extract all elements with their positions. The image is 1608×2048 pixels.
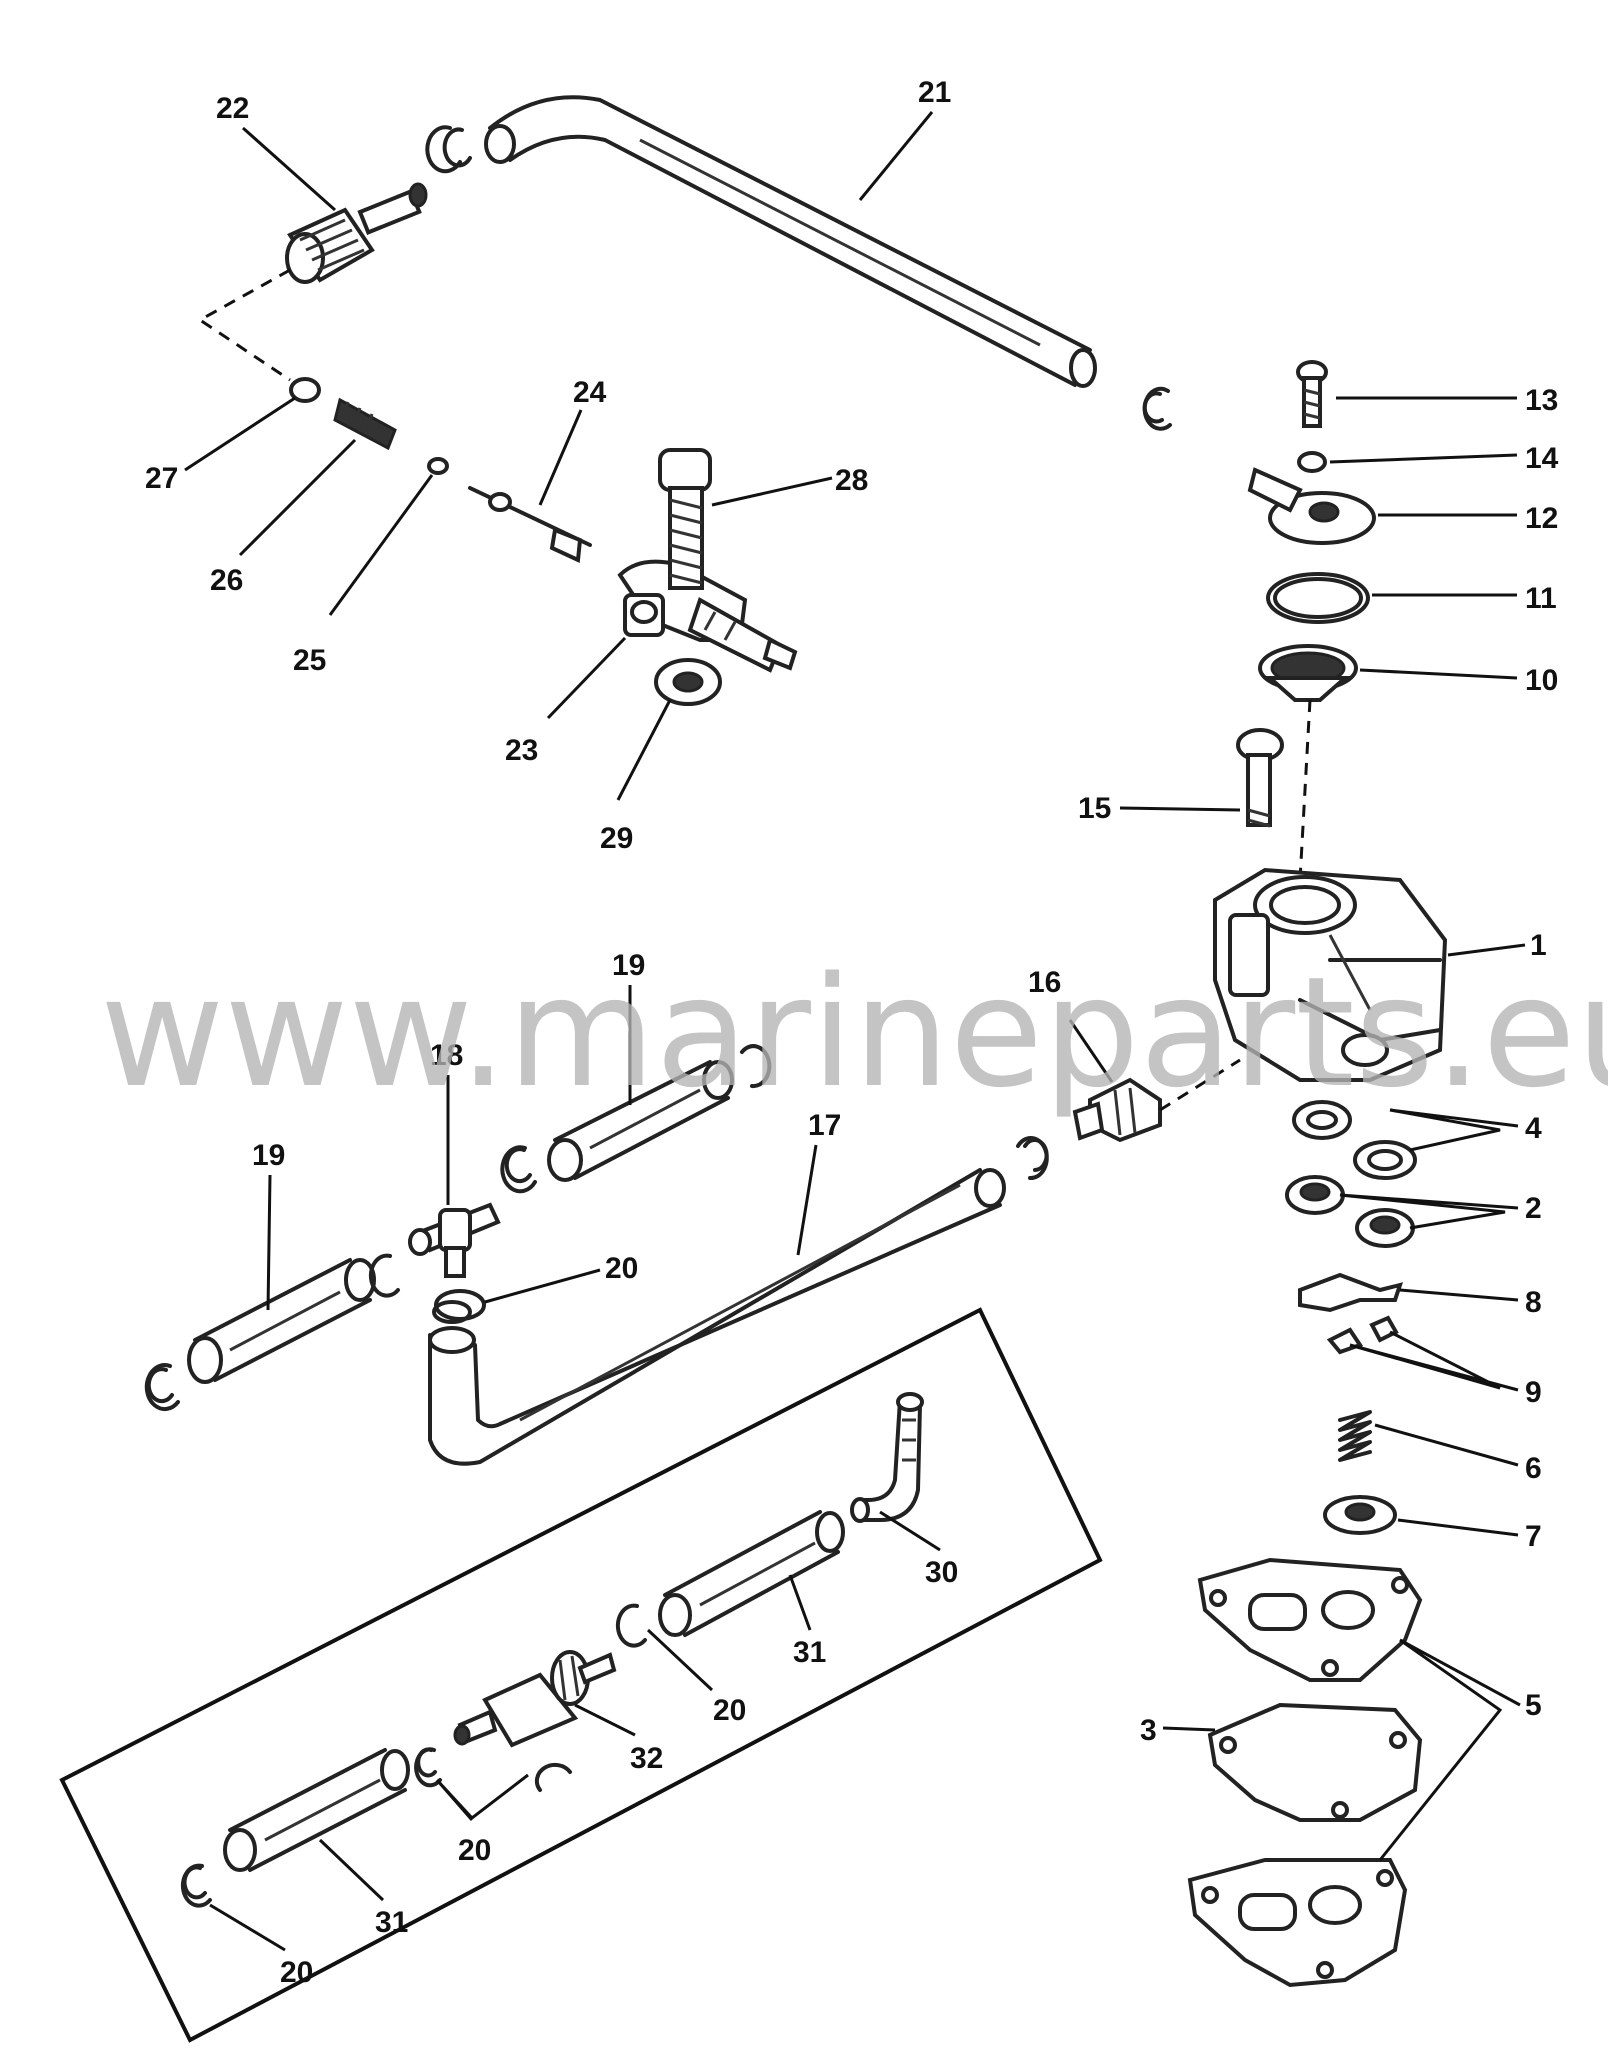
callout-29: 29 — [600, 822, 633, 855]
fuel-line-21 — [484, 95, 1097, 388]
hose-clamp — [500, 1145, 537, 1194]
callout-15: 15 — [1078, 792, 1111, 825]
t-fitting-18 — [408, 1202, 501, 1278]
callout-11: 11 — [1525, 582, 1557, 615]
gasket-27 — [289, 377, 321, 403]
gasket-11 — [1266, 572, 1370, 624]
callout-1: 1 — [1530, 929, 1547, 962]
retainer-8 — [1298, 1272, 1404, 1313]
callout-19-lower: 19 — [252, 1139, 285, 1172]
elbow-30 — [850, 1392, 924, 1523]
pump-body-1 — [1213, 867, 1448, 1082]
callout-labels: 22 21 27 26 25 24 28 23 29 13 14 12 11 1… — [145, 76, 1559, 1989]
callout-30: 30 — [925, 1556, 958, 1589]
callout-4: 4 — [1525, 1112, 1542, 1145]
needle-24 — [468, 486, 592, 563]
callout-9: 9 — [1525, 1376, 1542, 1409]
bolt-15 — [1236, 728, 1284, 828]
callout-19-upper: 19 — [612, 949, 645, 982]
assembly-path-dashed — [1298, 699, 1312, 881]
hose-31-upper — [658, 1510, 845, 1637]
hose-clamp-20 — [534, 1762, 572, 1792]
callout-8: 8 — [1525, 1286, 1542, 1319]
hose-clamp — [1142, 386, 1172, 431]
hose-clamp-20 — [180, 1863, 212, 1908]
callout-14: 14 — [1525, 442, 1559, 475]
callout-2: 2 — [1525, 1192, 1542, 1225]
hose-clamp — [368, 1253, 400, 1298]
hose-31-lower — [223, 1748, 410, 1872]
callout-23: 23 — [505, 734, 538, 767]
callout-10: 10 — [1525, 664, 1558, 697]
watermark-text: www.marineparts.eu — [100, 944, 1608, 1121]
inline-filter-32 — [453, 1650, 617, 1748]
hose-clamp — [1016, 1136, 1049, 1181]
callout-28: 28 — [835, 464, 868, 497]
callout-16: 16 — [1028, 966, 1061, 999]
valve-2 — [1285, 1175, 1415, 1248]
fitting-16 — [1072, 1077, 1162, 1143]
callout-31-upper: 31 — [793, 1636, 826, 1669]
callout-21: 21 — [918, 76, 951, 109]
hose-clamp-20 — [414, 1747, 442, 1788]
callout-20-kit-mid: 20 — [458, 1834, 491, 1867]
callout-6: 6 — [1525, 1452, 1542, 1485]
callout-20-kit-upper: 20 — [713, 1694, 746, 1727]
callout-12: 12 — [1525, 502, 1558, 535]
leader-lines — [184, 111, 1526, 1952]
hose-clamp — [144, 1363, 180, 1412]
hose-clamp-20 — [432, 1289, 486, 1324]
callout-3: 3 — [1140, 1714, 1157, 1747]
screw-28 — [658, 448, 712, 590]
assembly-path-dashed — [197, 268, 291, 382]
callout-20-kit-lower: 20 — [280, 1956, 313, 1989]
hose-clamp — [425, 125, 472, 174]
hose-19-upper — [547, 1060, 734, 1182]
callout-7: 7 — [1525, 1520, 1542, 1553]
screw-13 — [1296, 360, 1328, 428]
valve-4 — [1292, 1100, 1417, 1180]
bowl-23 — [617, 559, 798, 673]
needle-seat-26 — [333, 397, 397, 451]
hose-19-lower — [187, 1258, 376, 1384]
kit-outline-box — [59, 1307, 1103, 2043]
callout-32: 32 — [630, 1742, 663, 1775]
callout-13: 13 — [1525, 384, 1558, 417]
diaphragm-3 — [1207, 1702, 1423, 1822]
hose-clamp — [740, 1044, 772, 1089]
callout-5: 5 — [1525, 1689, 1542, 1722]
callout-17: 17 — [808, 1109, 841, 1142]
callout-27: 27 — [145, 462, 178, 495]
assembly-path-dashed — [1159, 1058, 1241, 1112]
fitting-22 — [285, 182, 428, 284]
callout-24: 24 — [573, 376, 607, 409]
washer-29 — [654, 658, 722, 706]
callout-22: 22 — [216, 92, 249, 125]
screw-9 — [1326, 1315, 1399, 1355]
callout-20-tee: 20 — [605, 1252, 638, 1285]
spring-6 — [1338, 1410, 1372, 1462]
callout-25: 25 — [293, 644, 326, 677]
callout-26: 26 — [210, 564, 243, 597]
callout-18: 18 — [430, 1039, 463, 1072]
cap-7 — [1323, 1495, 1397, 1535]
gasket-5-top — [1197, 1557, 1423, 1682]
filter-10 — [1258, 644, 1358, 702]
callout-31-lower: 31 — [375, 1906, 408, 1939]
hose-17 — [428, 1168, 1006, 1466]
hose-clamp-20 — [615, 1603, 647, 1648]
washer-14 — [1297, 451, 1327, 473]
o-ring-25 — [427, 457, 449, 475]
cover-12 — [1247, 467, 1376, 545]
gasket-5-bottom — [1187, 1858, 1408, 1988]
